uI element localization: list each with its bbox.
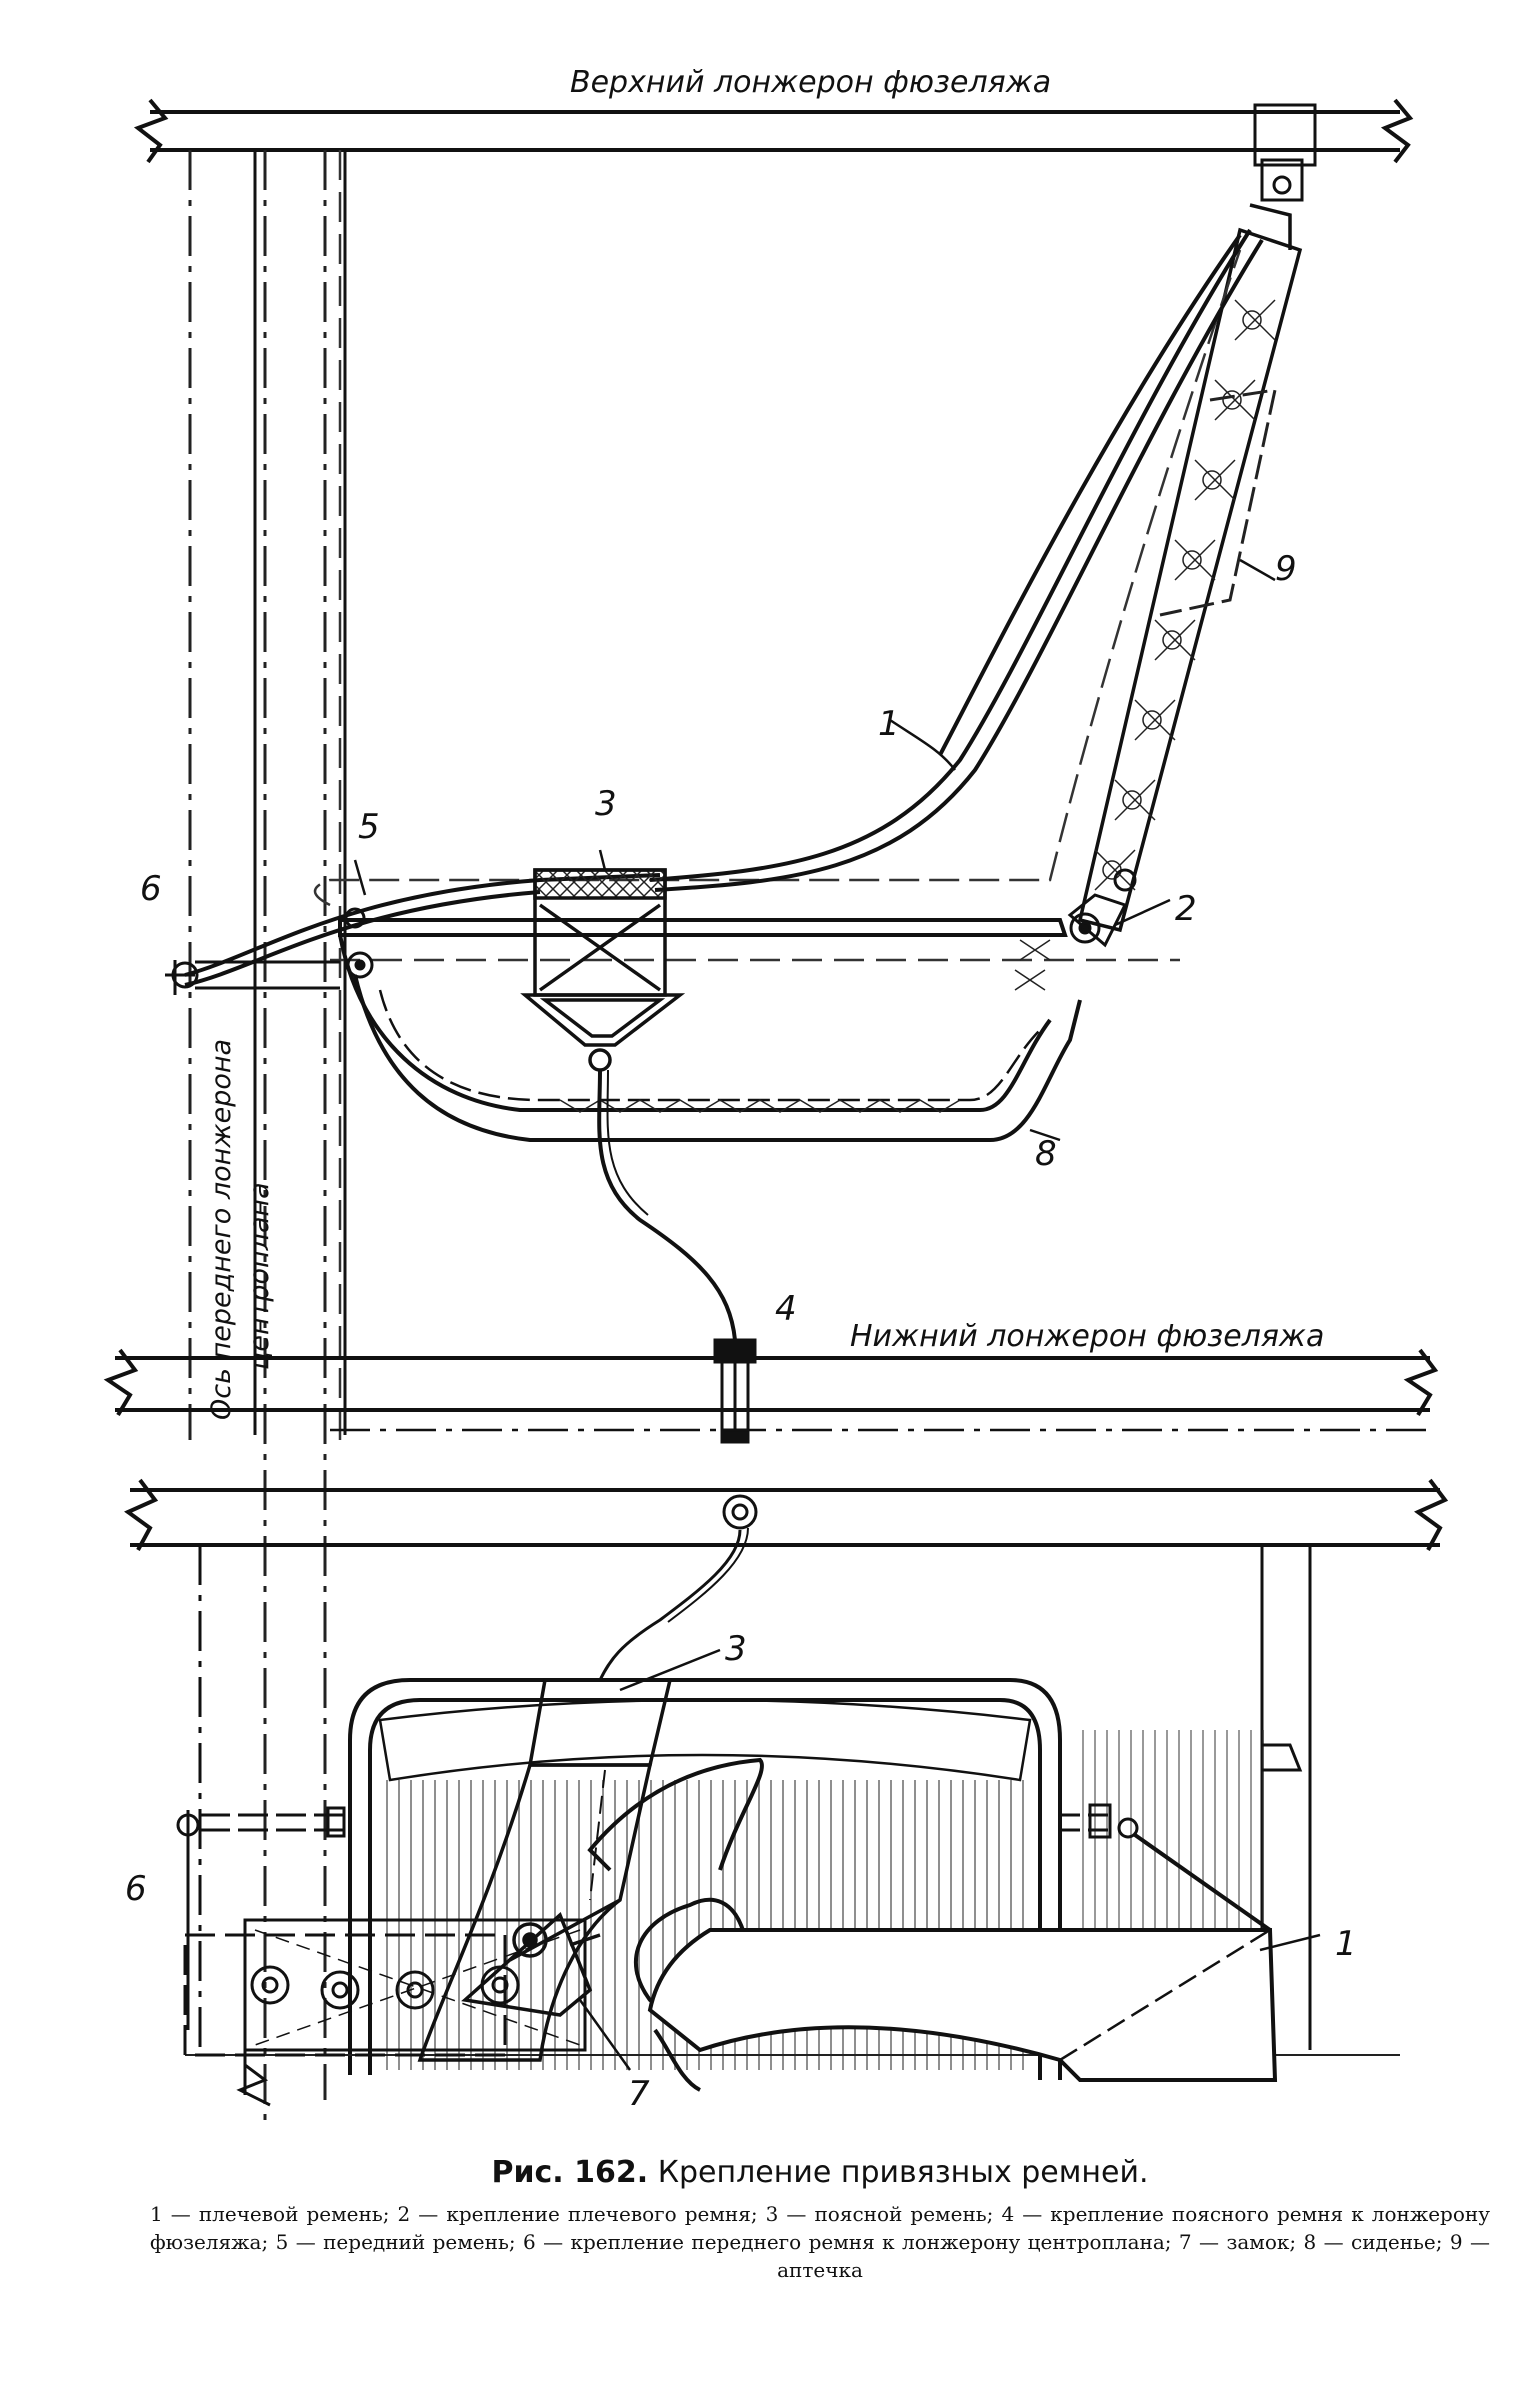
caption-title: Крепление привязных ремней. (657, 2155, 1149, 2190)
seat-cushion-outline (313, 249, 1242, 907)
leader-lines (353, 558, 1321, 2071)
first-aid-kit (1159, 388, 1277, 617)
lap-belt-buckle (520, 868, 686, 1072)
label-6-plan: 6 (125, 1869, 147, 1909)
right-front-belt-plan (1060, 1743, 1303, 1932)
lap-belt-anchor-plan (598, 1494, 758, 1681)
label-1: 1 (878, 704, 900, 744)
front-spar-axis (188, 150, 327, 2120)
upper-spar-label: Верхний лонжерон фюзеляжа (570, 65, 1051, 100)
front-belt-mount (165, 907, 374, 995)
figure-caption: Рис. 162. Крепление привязных ремней. 1 … (150, 2155, 1490, 2284)
label-9: 9 (1275, 549, 1297, 589)
seat-back-stitching (1094, 299, 1276, 891)
front-axis-label-2: центроплана (244, 1182, 275, 1370)
label-6: 6 (140, 869, 162, 909)
label-1-plan: 1 (1335, 1924, 1357, 1964)
seat-back (1077, 203, 1303, 933)
shoulder-belt-plan (587, 1757, 1278, 2092)
label-4: 4 (775, 1289, 797, 1329)
label-3-plan: 3 (725, 1629, 747, 1669)
shoulder-belt-mount (1067, 868, 1137, 948)
reference-frame (330, 150, 1180, 1440)
shoulder-belt (649, 228, 1264, 892)
lock (461, 1912, 601, 2017)
caption-legend: 1 — плечевой ремень; 2 — крепление плече… (150, 2202, 1490, 2282)
seat-pan-stitching (559, 939, 1051, 1113)
label-2: 2 (1175, 889, 1197, 929)
front-belt-plan (176, 1806, 346, 2030)
label-7: 7 (628, 2074, 650, 2114)
label-3: 3 (595, 784, 617, 824)
lower-fuselage-spar (103, 1348, 1439, 1432)
caption-title-line: Рис. 162. Крепление привязных ремней. (150, 2155, 1490, 2190)
front-belt (184, 873, 661, 987)
label-5: 5 (358, 807, 380, 847)
fuselage-spar-plan (124, 1478, 1449, 1551)
headrest-bracket (1253, 103, 1317, 202)
caption-number: Рис. 162. (491, 2155, 649, 2190)
lap-belt-anchor (713, 1338, 757, 1444)
frame-post (253, 150, 347, 1435)
lap-belt-cable (597, 1069, 737, 1341)
front-axis-label-1: Ось переднего лонжерона (206, 1039, 237, 1420)
lower-spar-label: Нижний лонжерон фюзеляжа (850, 1319, 1324, 1354)
label-8: 8 (1035, 1134, 1057, 1174)
seat-pan (338, 918, 1082, 1142)
upper-fuselage-spar (133, 98, 1414, 164)
